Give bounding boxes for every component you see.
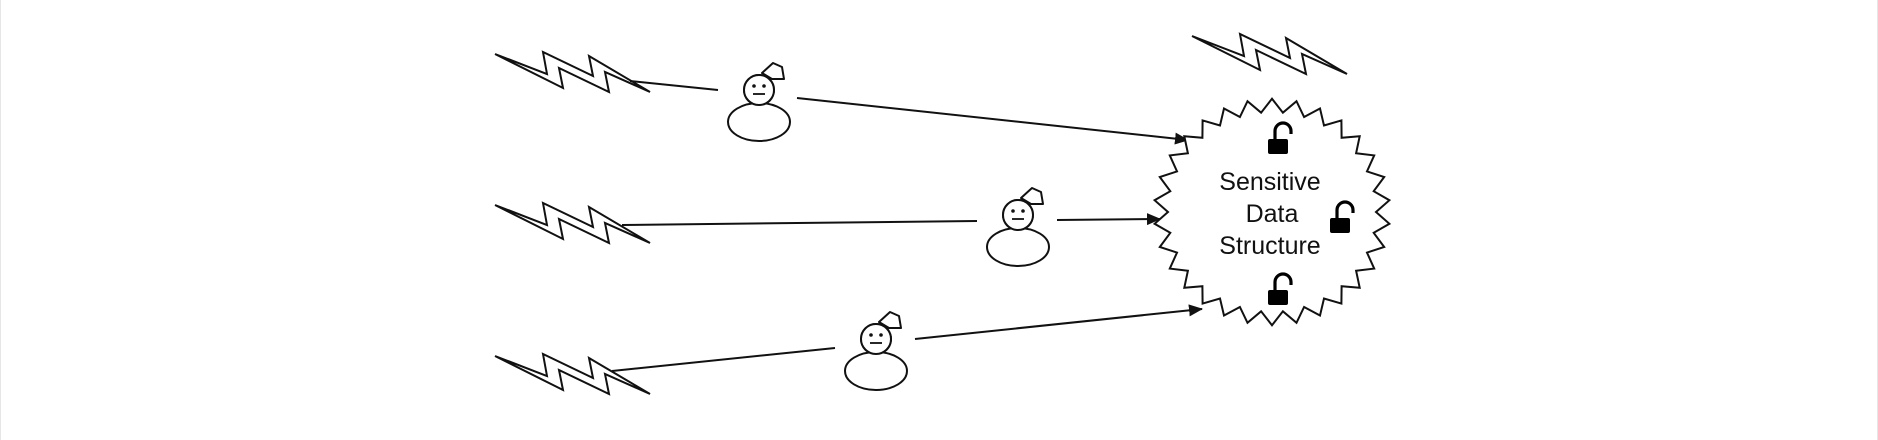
snowman-icon <box>986 187 1050 267</box>
lightning-bolt-icon <box>494 202 651 244</box>
label-line-2: Data <box>1246 200 1299 228</box>
lightning-bolt-icon <box>494 353 651 395</box>
snowman-icon <box>844 311 908 391</box>
snowman-icon <box>727 62 791 142</box>
connector-line <box>611 347 836 372</box>
lightning-bolt-icon <box>1191 33 1348 75</box>
arrow-connector <box>796 97 1189 145</box>
arrow-connector <box>914 304 1203 340</box>
label-line-1: Sensitive <box>1219 168 1320 196</box>
lightning-bolt-icon <box>494 51 651 93</box>
starburst-shape <box>1152 97 1392 327</box>
arrow-connector <box>1056 213 1161 226</box>
connector-line <box>621 220 978 226</box>
connector-line <box>629 80 719 91</box>
label-line-3: Structure <box>1219 232 1320 260</box>
